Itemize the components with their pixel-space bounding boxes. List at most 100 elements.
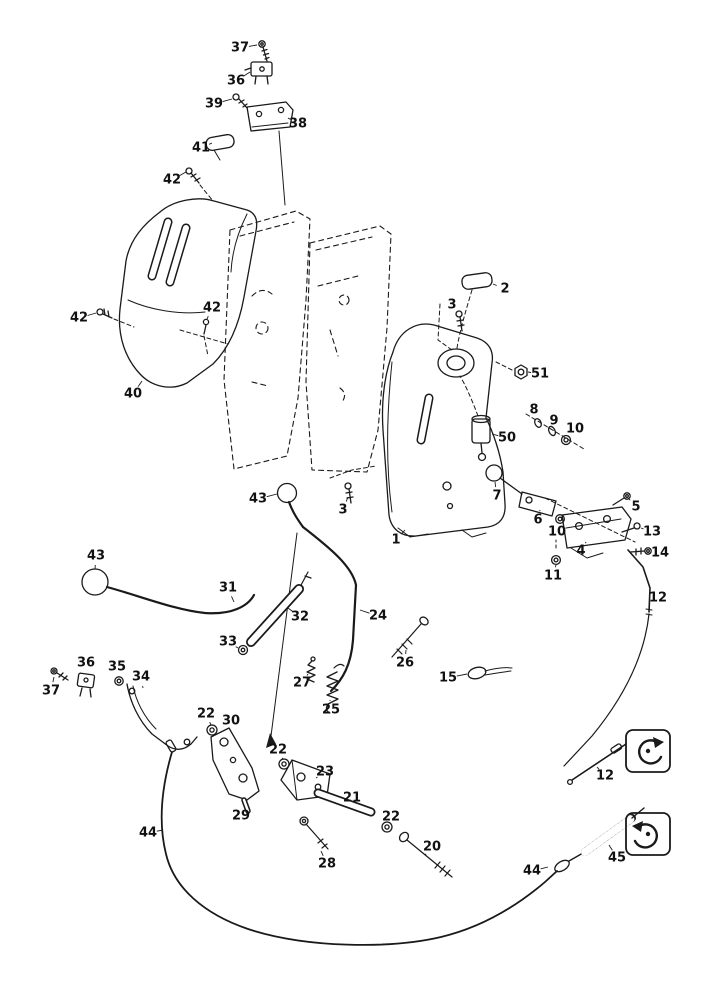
part-label-3-24: 3 [338,503,347,518]
part-label-12-26: 12 [649,591,667,606]
washer-11-icon [550,539,562,566]
part-label-20-49: 20 [423,840,441,855]
part-label-14-22: 14 [651,546,669,561]
part-label-43-27: 43 [249,492,267,507]
washer-22-b-icon [278,758,290,770]
cable-12-lower [566,743,627,786]
washer-22-a-icon [206,724,218,736]
part-label-25-40: 25 [322,703,340,718]
screw-42-mid-icon [202,318,210,357]
part-label-43-28: 43 [87,549,105,564]
part-label-13-20: 13 [643,525,661,540]
part-label-22-43: 22 [269,743,287,758]
part-label-24-31: 24 [369,609,387,624]
part-label-10-14: 10 [566,422,584,437]
leader-line-37-38 [52,676,55,683]
ball-joint-7-icon [485,464,523,495]
part-label-42-6: 42 [70,311,88,326]
part-label-42-5: 42 [163,173,181,188]
part-label-23-44: 23 [316,765,334,780]
spring-27-icon [306,656,316,683]
part-label-6-17: 6 [533,513,542,528]
screw-3-bottom-icon [329,465,377,504]
part-label-51-11: 51 [531,367,549,382]
part-label-22-41: 22 [197,707,215,722]
assembly-arrow [266,532,298,748]
leader-line-51-11 [527,371,532,373]
screw-42-left-icon [96,308,135,328]
leader-line-31-29 [231,596,235,603]
part-label-50-15: 50 [498,431,516,446]
leader-line-2-9 [492,283,497,286]
plate-30-icon [210,727,260,801]
leader-line-37-0 [248,44,258,47]
leader-line-40-7 [137,380,143,387]
cap-41-icon [205,133,235,161]
part-label-4-21: 4 [576,544,585,559]
part-label-44-51: 44 [139,826,157,841]
leader-line-50-15 [491,433,499,437]
part-label-44-52: 44 [523,864,541,879]
leader-line-10-14 [567,435,570,438]
leader-line-32-30 [287,607,294,612]
part-label-37-0: 37 [231,41,249,56]
leader-line-1-25 [401,529,406,534]
part-label-10-18: 10 [548,525,566,540]
hidden-mounting-panels [223,210,392,473]
leader-line-44-51 [156,829,164,832]
nut-51-icon [495,361,528,380]
leader-line-5-19 [628,498,631,501]
part-label-26-33: 26 [396,656,414,671]
leader-line-39-2 [222,98,233,103]
part-label-30-42: 30 [222,714,240,729]
leader-line-42-5 [179,171,187,176]
leader-line-7-16 [494,481,497,488]
leader-line-44-52 [540,866,549,870]
leader-line-11-23 [554,564,557,568]
part-label-32-30: 32 [291,610,309,625]
bolt-26-icon [391,616,429,658]
cable-12-upper [563,549,653,767]
part-label-38-3: 38 [289,117,307,132]
part-label-27-39: 27 [293,676,311,691]
part-label-8-12: 8 [529,403,538,418]
leader-line-38-3 [287,117,291,120]
screw-5-icon [612,492,631,506]
cap-2-icon [456,272,493,349]
leader-line-13-20 [640,527,644,530]
cable-44 [160,739,584,946]
damper-32-33-icon [237,571,312,656]
right-console-panel-1 [381,323,506,538]
screw-42-top-icon [185,167,214,202]
leader-line-22-43 [282,757,284,760]
label-leader-lines [52,44,644,870]
washers-8-9-10-icons [525,413,585,450]
part-label-29-45: 29 [232,809,250,824]
washer-22-c-icon [381,821,393,833]
bolt-28-icon [299,816,329,850]
part-label-40-7: 40 [124,387,142,402]
leader-line-43-27 [266,493,278,498]
part-label-45-53: 45 [608,851,626,866]
leader-line-28-47 [320,850,324,856]
rotation-arrow-symbol-top [625,729,671,773]
part-label-33-32: 33 [219,635,237,650]
leader-line-42-8 [206,316,209,320]
part-label-9-13: 9 [549,414,558,429]
part-label-42-8: 42 [203,301,221,316]
screw-37-left-icon [50,667,69,681]
rotation-arrow-symbol-bottom [625,812,671,856]
part-label-12-50: 12 [596,769,614,784]
solenoid-50-icon [459,375,491,462]
washer-35-icon [114,676,124,686]
part-label-7-16: 7 [492,489,501,504]
leader-line-3-24 [345,496,349,502]
switch-36-top-icon [244,61,273,85]
leader-line-27-39 [306,673,309,676]
leader-line-23-44 [315,776,318,779]
bracket-plate-38-icon [246,101,294,206]
bolt-20-icon [398,831,453,878]
leader-line-4-21 [585,541,587,544]
leader-line-45-53 [608,844,613,851]
